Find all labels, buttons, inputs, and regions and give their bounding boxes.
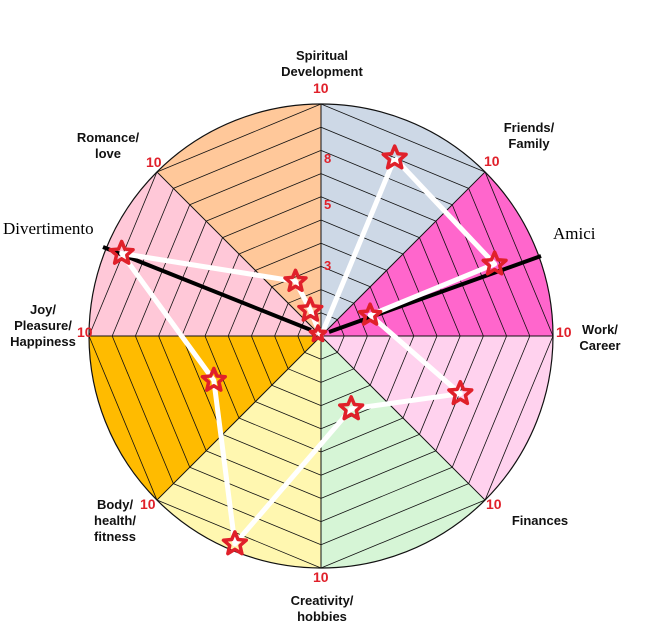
scale-line-5-2 [274,335,289,369]
segment-label-joy: Joy/ Pleasure/ Happiness [10,302,76,349]
pointer-divertimento [102,245,312,332]
scale-line-3-2 [320,368,354,383]
score-marker-joy-extra [283,268,308,292]
scale-line-4-8 [189,466,322,522]
scale-line-1-9 [468,188,531,337]
max-label-creativity: 10 [313,569,329,585]
scale-line-0-10 [320,103,486,173]
score-marker-0 [381,144,408,170]
tick-label-5: 5 [324,197,331,212]
score-marker-4 [221,530,249,556]
scale-line-5-1 [297,335,305,353]
segment-label-body: Body/ health/ fitness [94,497,136,544]
max-label-romance: 10 [146,154,162,170]
scale-line-3-8 [320,466,453,522]
scale-line-3-1 [320,352,338,360]
outer-circle [88,103,554,569]
scale-line-7-8 [189,150,322,206]
scale-line-4-2 [288,368,322,383]
score-marker-7 [297,296,324,322]
score-marker-3 [338,395,365,421]
tick-label-8: 8 [324,151,331,166]
scale-line-4-5 [238,417,322,453]
scale-line-3-10 [320,499,486,569]
segments-group [89,104,553,568]
segment-wedge-5 [89,336,321,501]
max-label-spiritual: 10 [313,80,329,96]
scale-line-2-3 [369,335,391,386]
scale-line-4-3 [271,384,322,406]
annotation-amici: Amici [553,224,596,243]
max-label-work: 10 [556,324,572,340]
scale-line-5-9 [111,335,174,484]
scale-line-7-6 [222,196,322,238]
scale-line-7-9 [173,126,322,189]
segment-wedge-4 [156,336,321,568]
scale-line-5-6 [181,335,223,435]
tick-labels-group: 8 5 3 [324,151,331,273]
scale-line-2-9 [468,335,531,484]
tick-label-3: 3 [324,258,331,273]
scale-line-5-8 [135,335,191,468]
scale-line-4-6 [222,434,322,476]
scale-line-7-7 [206,173,322,222]
scale-line-5-3 [251,335,273,386]
spokes-group [88,103,554,569]
segment-wedge-6 [89,171,321,336]
scale-line-2-5 [402,335,438,419]
scale-line-7-4 [255,242,322,271]
spoke-3 [320,335,486,501]
spoke-7 [156,171,322,337]
scale-line-7-10 [156,103,322,173]
scale-line-3-6 [320,434,420,476]
segment-label-work: Work/ Career [579,322,621,353]
annotation-divertimento: Divertimento [3,219,94,238]
spoke-1 [320,171,486,337]
scale-line-5-7 [158,335,207,451]
scale-line-2-1 [337,335,345,353]
scale-line-4-4 [255,401,322,430]
segment-label-creativity: Creativity/ hobbies [290,593,354,624]
scale-line-7-5 [238,219,322,255]
max-label-friends: 10 [484,153,500,169]
max-label-finances: 10 [486,496,502,512]
segment-label-friends: Friends/ Family [503,120,555,151]
scale-line-4-10 [156,499,322,569]
segment-label-romance: Romance/ love [76,130,140,161]
score-marker-friends-extra [357,302,383,326]
score-marker-6 [108,239,135,265]
max-label-joy: 10 [77,324,93,340]
scale-line-4-9 [173,483,322,546]
scale-line-2-10 [484,335,554,501]
score-marker-1 [481,250,508,276]
segment-wedge-3 [321,336,486,568]
scale-line-5-4 [227,335,256,402]
spoke-5 [156,335,322,501]
scale-line-3-3 [320,384,371,406]
score-line [119,156,498,547]
scale-line-4-1 [304,352,322,360]
score-markers-group [108,144,508,556]
score-marker-2 [447,379,474,406]
scale-line-3-9 [320,483,469,546]
scale-line-2-6 [419,335,461,435]
scale-line-1-10 [484,171,554,337]
score-line-group [119,156,498,547]
segment-wedge-2 [321,336,553,501]
segment-wedge-1 [321,171,553,336]
scale-line-3-7 [320,450,436,499]
scale-line-3-5 [320,417,404,453]
segment-label-finances: Finances [511,513,569,528]
scale-line-0-9 [320,126,469,189]
score-marker-5 [200,366,227,392]
max-label-body: 10 [140,496,156,512]
scale-line-2-2 [353,335,368,369]
scale-line-2-8 [451,335,507,468]
segment-label-spiritual: Spiritual Development [281,48,363,79]
scale-line-5-10 [88,335,158,501]
score-marker-center [308,324,328,343]
segment-wedge-0 [321,104,486,336]
